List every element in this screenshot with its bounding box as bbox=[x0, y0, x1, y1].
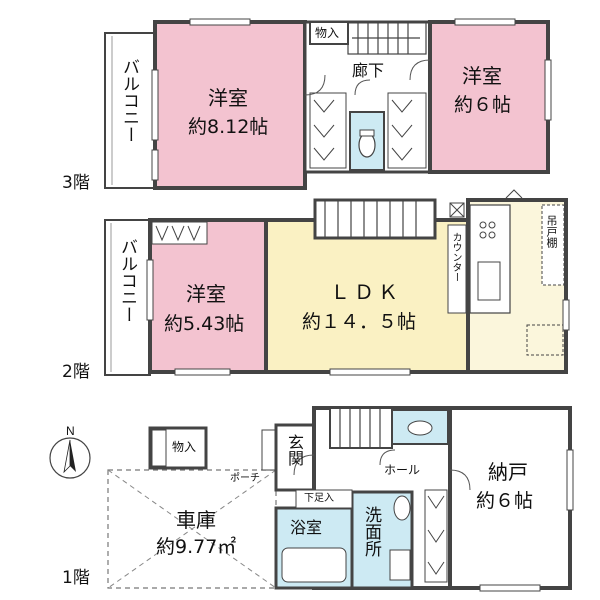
shoe-box-label: 下足入 bbox=[304, 493, 334, 504]
room-2f-west-size: 約5.43帖 bbox=[164, 313, 245, 335]
counter-label: カウンター bbox=[450, 232, 461, 282]
storage-room-name: 納戸 bbox=[488, 460, 528, 484]
balcony-2f-label: バルコニー bbox=[117, 238, 137, 323]
garage-size: 約9.77㎡ bbox=[156, 536, 237, 558]
floor-2-plan bbox=[104, 189, 570, 376]
closet-1f-label: 物入 bbox=[172, 440, 197, 454]
room-3f-east-size: 約６帖 bbox=[454, 94, 512, 116]
washroom-label: 洗面所 bbox=[361, 506, 381, 557]
garage-name: 車庫 bbox=[176, 508, 216, 532]
north-compass bbox=[49, 437, 91, 479]
floor-1-label: 1階 bbox=[62, 568, 90, 588]
balcony-3f bbox=[104, 32, 156, 189]
floor-2-label: 2階 bbox=[62, 362, 90, 382]
floor-3-plan bbox=[104, 18, 552, 190]
balcony-3f-label: バルコニー bbox=[119, 58, 139, 143]
room-3f-west-size: 約8.12帖 bbox=[188, 116, 269, 138]
ldk-name: ＬＤＫ bbox=[330, 280, 402, 304]
ldk-size: 約１４．５帖 bbox=[302, 311, 417, 333]
floor-1-plan bbox=[107, 406, 574, 592]
shelf-label: 吊戸棚 bbox=[545, 215, 558, 248]
room-3f-west bbox=[153, 20, 307, 190]
porch-label: ポーチ bbox=[230, 473, 260, 484]
room-3f-west-name: 洋室 bbox=[208, 86, 248, 110]
room-3f-east-name: 洋室 bbox=[462, 64, 502, 88]
hall-1f-label: ホール bbox=[384, 463, 421, 477]
entrance-label: 玄関 bbox=[285, 434, 304, 466]
floor-3-label: 3階 bbox=[62, 173, 90, 193]
storage-room-size: 約６帖 bbox=[476, 490, 534, 512]
room-2f-west-name: 洋室 bbox=[186, 282, 226, 306]
hall-3f-label: 廊下 bbox=[352, 61, 385, 80]
bath-label: 浴室 bbox=[290, 518, 323, 537]
north-label: N bbox=[66, 424, 75, 438]
room-2f-west bbox=[148, 218, 268, 374]
closet-3f-label: 物入 bbox=[315, 26, 340, 40]
